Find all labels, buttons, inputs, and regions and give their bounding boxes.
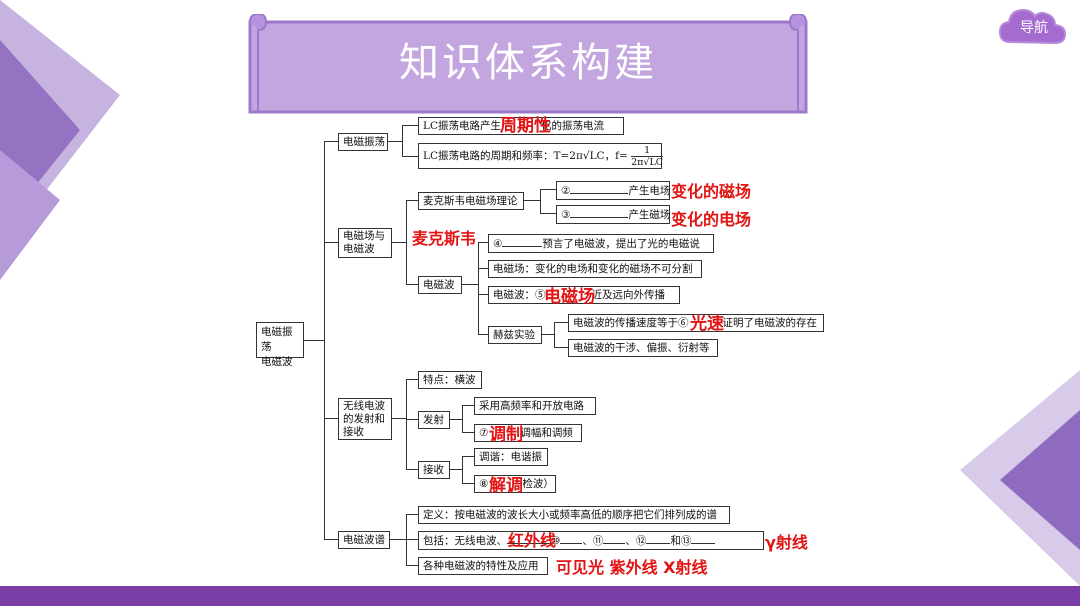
- spectrum-properties: 各种电磁波的特性及应用: [418, 557, 548, 575]
- answer-maxwell: 麦克斯韦: [412, 229, 477, 248]
- nav-cloud-button[interactable]: [998, 6, 1070, 52]
- answer-changing-electric: 变化的电场: [671, 210, 752, 229]
- lc-current-box: LC振荡电路产生 化的振荡电流: [418, 117, 624, 135]
- receive-node: 接收: [418, 461, 450, 479]
- right-decor-triangles: [960, 370, 1080, 586]
- nav-label[interactable]: 导航: [1020, 20, 1048, 36]
- transmit-item-1: 采用高频率和开放电路: [474, 397, 596, 415]
- answer-light-speed: 光速: [690, 314, 724, 334]
- lc-current-prefix: LC振荡电路产生: [423, 120, 502, 132]
- oscillation-node: 电磁振荡: [338, 133, 388, 151]
- answer-em-field: 电磁场: [544, 287, 595, 307]
- feature-box: 特点：横波: [418, 371, 482, 389]
- left-decor-triangles: [0, 0, 120, 280]
- lc-period-box: LC振荡电路的周期和频率：T=2π√LC，f= 1 2π√LC: [418, 143, 664, 169]
- field-wave-node: 电磁场与 电磁波: [338, 228, 392, 258]
- title-banner: [248, 14, 808, 114]
- receive-item-1: 调谐：电谐振: [474, 448, 548, 466]
- page-title: 知识体系构建: [399, 40, 657, 86]
- spectrum-node: 电磁波谱: [338, 531, 390, 549]
- answer-infrared: 红外线: [508, 531, 557, 550]
- answer-other-spectrum: 可见光 紫外线 X射线: [556, 558, 708, 577]
- answer-demodulation: 解调: [489, 476, 523, 496]
- maxwell-theory-box: 麦克斯韦电磁场理论: [418, 192, 524, 210]
- spectrum-definition: 定义：按电磁波的波长大小或频率高低的顺序把它们排列成的谱: [418, 506, 730, 524]
- hertz-item-2: 电磁波的干涉、偏振、衍射等: [568, 339, 718, 357]
- answer-periodicity: 周期性: [500, 116, 551, 136]
- root-node: 电磁振荡 电磁波: [256, 322, 304, 368]
- answer-gamma: γ射线: [765, 533, 808, 552]
- wave-item-1: 电磁场：变化的电场和变化的磁场不可分割: [488, 260, 702, 278]
- transmit-node: 发射: [418, 411, 450, 429]
- bottom-bar: [0, 586, 1080, 606]
- answer-changing-magnetic: 变化的磁场: [671, 182, 752, 201]
- answer-modulation: 调制: [489, 425, 523, 445]
- lc-period-denominator: 2π√LC: [631, 156, 664, 168]
- lc-period-text: LC振荡电路的周期和频率：T=2π√LC，f=: [423, 150, 628, 162]
- radio-node: 无线电波 的发射和 接收: [338, 398, 392, 440]
- lc-current-suffix: 化的振荡电流: [541, 120, 605, 132]
- lc-period-numerator: 1: [631, 145, 664, 157]
- wave-node: 电磁波: [418, 276, 462, 294]
- hertz-node: 赫兹实验: [488, 326, 542, 344]
